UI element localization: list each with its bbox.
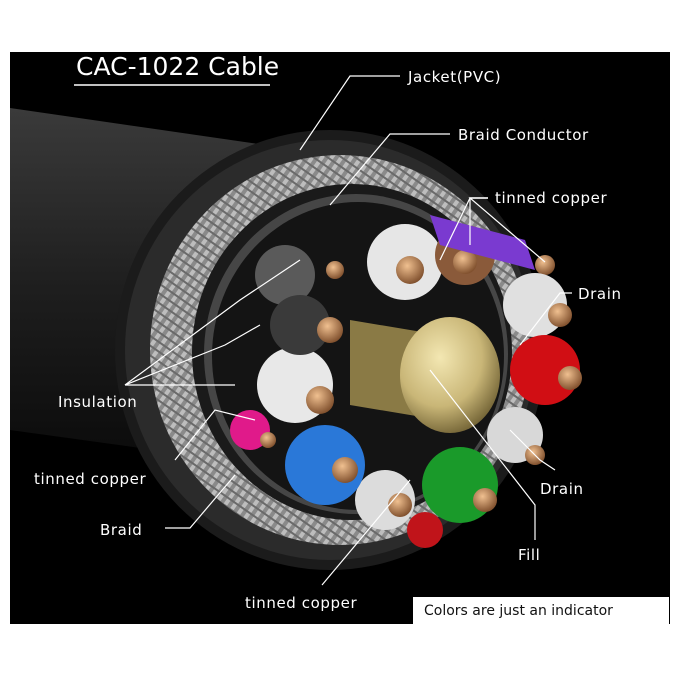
label-jacket: Jacket(PVC) (407, 68, 501, 86)
label-tinned-copper-left: tinned copper (34, 470, 146, 488)
copper-core (473, 488, 497, 512)
label-drain-bottom: Drain (540, 480, 584, 498)
label-drain-top: Drain (578, 285, 622, 303)
pair-purple (430, 215, 535, 270)
copper-core (535, 255, 555, 275)
fill-core (350, 317, 500, 433)
copper-core (388, 493, 412, 517)
conductor-pairs (230, 215, 582, 548)
copper-core (548, 303, 572, 327)
copper-core (306, 386, 334, 414)
note-text: Colors are just an indicator (424, 603, 613, 619)
copper-core (317, 317, 343, 343)
note-box (413, 597, 669, 624)
label-tinned-copper-top: tinned copper (495, 189, 607, 207)
copper-core (453, 250, 477, 274)
label-braid: Braid (100, 521, 142, 539)
copper-core (558, 366, 582, 390)
label-tinned-copper-bottom: tinned copper (245, 594, 357, 612)
label-insulation: Insulation (58, 393, 137, 411)
label-braid-conductor: Braid Conductor (458, 126, 589, 144)
copper-core (326, 261, 344, 279)
pair-red (510, 335, 580, 405)
pair-red-bottom (407, 512, 443, 548)
label-fill: Fill (518, 546, 540, 564)
copper-core (396, 256, 424, 284)
leader-lines (124, 75, 572, 586)
copper-core (260, 432, 276, 448)
copper-core (332, 457, 358, 483)
pair-blue (285, 425, 365, 505)
diagram-title: CAC-1022 Cable (76, 52, 279, 81)
pair-gray-mid-left (270, 295, 330, 355)
